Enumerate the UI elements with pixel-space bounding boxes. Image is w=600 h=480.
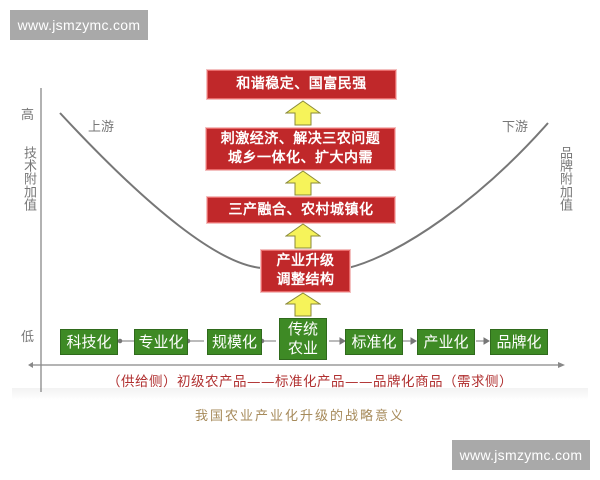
- ladder-box-text: 和谐稳定、国富民强: [236, 76, 367, 92]
- x-axis-text: （供给侧）初级农产品——标准化产品——品牌化商品（需求侧）: [107, 374, 513, 390]
- chain-box-text: 专业化: [138, 332, 184, 351]
- chain-box-brand: 品牌化: [490, 329, 548, 355]
- up-arrow-icon: [285, 292, 321, 317]
- up-arrow-icon: [285, 223, 321, 249]
- ladder-box-top: 和谐稳定、国富民强: [207, 70, 396, 99]
- ladder-box-text: 产业升级: [276, 253, 335, 269]
- value-curve: [59, 112, 549, 269]
- chain-box-industrialize: 产业化: [417, 329, 475, 355]
- center-node-text: 传统: [287, 320, 318, 338]
- panel-shadow: [12, 388, 588, 400]
- chain-box-text: 品牌化: [496, 332, 542, 351]
- ladder-box-level1: 产业升级 调整结构: [261, 250, 350, 292]
- chain-box-tech: 科技化: [60, 329, 118, 355]
- chain-box-text: 产业化: [423, 332, 469, 351]
- chain-box-standardize: 标准化: [345, 329, 403, 355]
- up-arrow-icon: [285, 170, 321, 196]
- chain-box-text: 标准化: [351, 332, 397, 351]
- x-axis-left-tick: [28, 362, 33, 368]
- ladder-box-level3: 刺激经济、解决三农问题 城乡一体化、扩大内需: [206, 128, 395, 170]
- y-low-label: 低: [21, 330, 35, 345]
- downstream-label: 下游: [502, 120, 529, 135]
- ladder-box-level2: 三产融合、农村城镇化: [207, 197, 395, 223]
- x-axis-arrowhead: [558, 362, 565, 368]
- diagram-caption: 我国农业产业化升级的战略意义: [194, 409, 405, 424]
- chain-box-text: 规模化: [211, 332, 257, 351]
- center-node-text: 农业: [287, 339, 318, 357]
- chain-box-specialize: 专业化: [134, 329, 188, 355]
- chain-box-text: 科技化: [66, 332, 112, 351]
- right-chain-connectors: [329, 337, 490, 345]
- center-node-traditional-agriculture: 传统 农业: [279, 318, 327, 360]
- y-high-label: 高: [21, 108, 35, 123]
- y-right-label: 品牌附加值: [557, 146, 572, 211]
- ladder-box-text: 刺激经济、解决三农问题: [220, 131, 381, 147]
- ladder-box-text: 调整结构: [276, 272, 335, 288]
- y-left-label: 技术附加值: [21, 146, 36, 211]
- watermark-bottom: www.jsmzymc.com: [452, 440, 590, 470]
- watermark-top: www.jsmzymc.com: [10, 10, 148, 40]
- up-arrow-icon: [285, 100, 321, 126]
- ladder-box-text: 三产融合、农村城镇化: [228, 201, 374, 218]
- ladder-box-text: 城乡一体化、扩大内需: [228, 150, 373, 166]
- upstream-label: 上游: [88, 120, 115, 135]
- chain-box-scale: 规模化: [207, 329, 262, 355]
